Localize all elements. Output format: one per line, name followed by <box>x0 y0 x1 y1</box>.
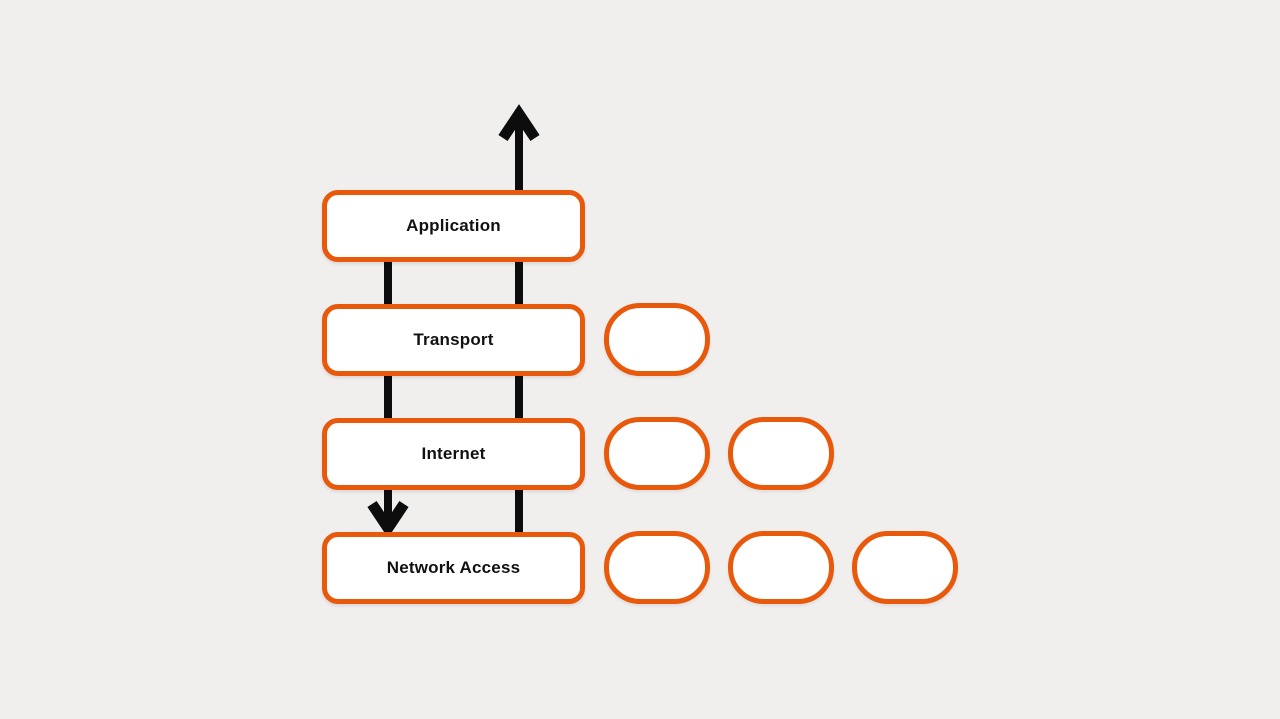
placeholder-slot-network-access-2[interactable] <box>728 531 834 604</box>
placeholder-slot-network-access-1[interactable] <box>604 531 710 604</box>
layer-box-transport: Transport <box>322 304 585 376</box>
placeholder-slot-internet-2[interactable] <box>728 417 834 490</box>
placeholder-slot-transport-1[interactable] <box>604 303 710 376</box>
layer-label-application: Application <box>406 216 501 235</box>
layer-box-application: Application <box>322 190 585 262</box>
layer-label-network-access: Network Access <box>386 558 521 577</box>
layer-box-network-access: Network Access <box>322 532 585 604</box>
placeholder-slot-internet-1[interactable] <box>604 417 710 490</box>
layer-box-internet: Internet <box>322 418 585 490</box>
layer-label-internet: Internet <box>421 444 486 463</box>
layer-label-transport: Transport <box>413 330 494 349</box>
placeholder-slot-network-access-3[interactable] <box>852 531 958 604</box>
